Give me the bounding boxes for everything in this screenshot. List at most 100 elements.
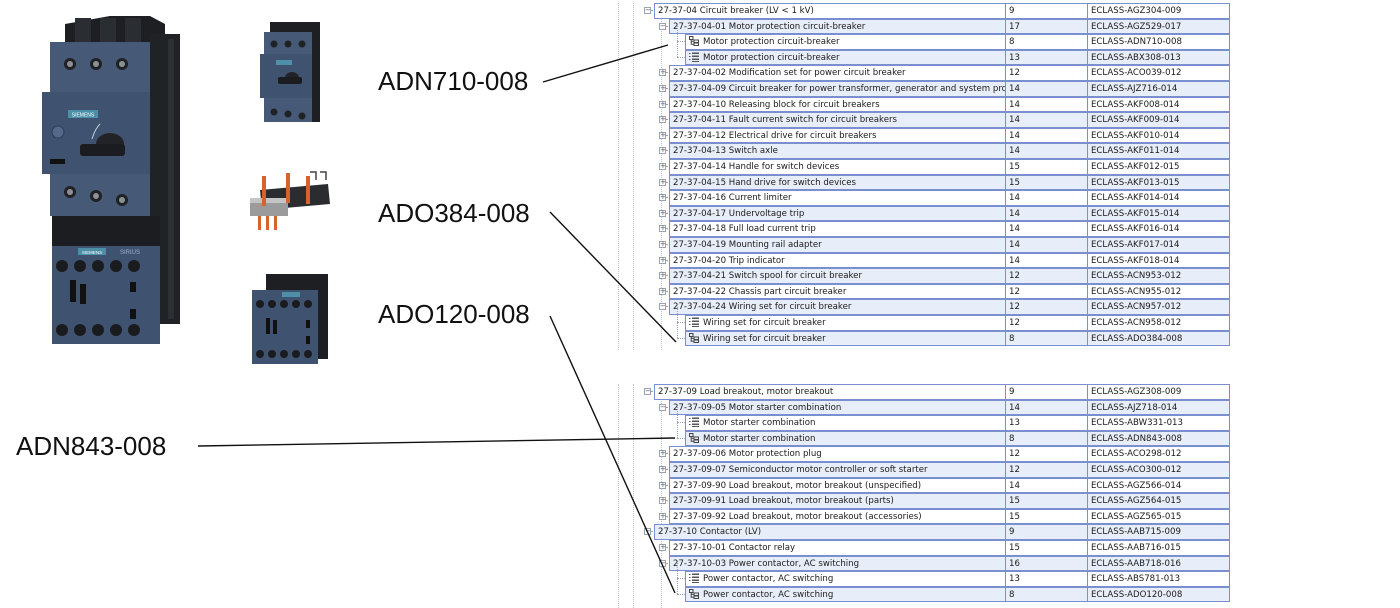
expand-toggle-icon[interactable]: + — [659, 511, 666, 520]
tree-connector — [677, 437, 685, 439]
class-name-text: 27-37-04-19 Mounting rail adapter — [673, 240, 822, 250]
tree-row-group[interactable]: +27-37-09-90 Load breakout, motor breako… — [615, 477, 1230, 494]
tree-connector — [677, 407, 678, 423]
tree-row-group[interactable]: +27-37-04-12 Electrical drive for circui… — [615, 127, 1230, 144]
expand-toggle-icon[interactable]: + — [659, 271, 666, 280]
expand-toggle-icon[interactable]: + — [659, 449, 666, 458]
expand-toggle-icon[interactable]: + — [659, 177, 666, 186]
class-name-text: 27-37-04-16 Current limiter — [673, 193, 792, 204]
class-name-text: 27-37-04-18 Full load current trip — [673, 224, 816, 235]
tree-row-label: 27-37-04-16 Current limiter — [669, 190, 1005, 206]
tree-row-label: Motor starter combination — [685, 415, 1005, 431]
tree-row-label: 27-37-04-02 Modification set for power c… — [669, 65, 1005, 81]
list-icon — [689, 52, 699, 62]
tree-connector — [677, 563, 678, 579]
version-cell: 15 — [1005, 159, 1087, 175]
eclass-id-cell: ECLASS-AAB715-009 — [1087, 524, 1230, 540]
expand-toggle-icon[interactable]: + — [659, 162, 666, 170]
class-name-text: 27-37-04-13 Switch axle — [673, 146, 778, 157]
version-cell: 14 — [1005, 399, 1087, 416]
version-cell: 15 — [1005, 508, 1087, 525]
tree-row-group[interactable]: +27-37-04-21 Switch spool for circuit br… — [615, 268, 1230, 284]
collapse-toggle-icon[interactable]: − — [644, 6, 651, 14]
tree-row-group[interactable]: +27-37-04-02 Modification set for power … — [615, 65, 1230, 81]
expand-toggle-icon[interactable]: + — [659, 224, 666, 233]
eclass-id-cell: ECLASS-AGZ565-015 — [1087, 508, 1230, 525]
list-icon — [689, 317, 699, 327]
tree-row-group[interactable]: −27-37-10-03 Power contactor, AC switchi… — [615, 555, 1230, 572]
version-cell: 12 — [1005, 446, 1087, 462]
expand-toggle-icon[interactable]: + — [659, 240, 666, 248]
tree-guide-line — [618, 3, 619, 350]
expand-toggle-icon[interactable]: + — [659, 84, 666, 92]
version-cell: 14 — [1005, 143, 1087, 159]
eclass-id-cell: ECLASS-ACN953-012 — [1087, 268, 1230, 284]
callout-adn710-008: ADN710-008 — [378, 66, 529, 96]
eclass-id-cell: ECLASS-ABS781-013 — [1087, 571, 1230, 587]
callout-adn843-008: ADN843-008 — [16, 431, 167, 461]
tree-row-group[interactable]: +27-37-04-22 Chassis part circuit breake… — [615, 283, 1230, 300]
eclass-id-cell: ECLASS-AKF009-014 — [1087, 112, 1230, 128]
collapse-toggle-icon[interactable]: − — [644, 527, 651, 536]
tree-row-group[interactable]: +27-37-09-92 Load breakout, motor breako… — [615, 508, 1230, 525]
expand-toggle-icon[interactable]: + — [659, 208, 666, 217]
tree-row-group[interactable]: +27-37-09-91 Load breakout, motor breako… — [615, 493, 1230, 509]
expand-toggle-icon[interactable]: + — [659, 465, 666, 473]
expand-toggle-icon[interactable]: + — [659, 286, 666, 295]
expand-toggle-icon[interactable]: + — [659, 480, 666, 489]
collapse-toggle-icon[interactable]: − — [659, 21, 666, 30]
tree-row-group[interactable]: +27-37-04-11 Fault current switch for ci… — [615, 112, 1230, 128]
tree-row-group[interactable]: +27-37-04-15 Hand drive for switch devic… — [615, 174, 1230, 191]
tree-row-group[interactable]: −27-37-04-01 Motor protection circuit-br… — [615, 18, 1230, 35]
tree-row-label: 27-37-04-14 Handle for switch devices — [669, 159, 1005, 175]
tree-row-group[interactable]: −27-37-04-24 Wiring set for circuit brea… — [615, 299, 1230, 315]
tree-row-label: 27-37-04-01 Motor protection circuit-bre… — [669, 18, 1005, 35]
expand-toggle-icon[interactable]: + — [659, 255, 666, 264]
tree-connector — [677, 422, 678, 438]
class-name-text: 27-37-04-20 Trip indicator — [673, 255, 785, 266]
tree-row-group[interactable]: +27-37-04-09 Circuit breaker for power t… — [615, 81, 1230, 97]
expand-toggle-icon[interactable]: + — [659, 115, 666, 124]
expand-toggle-icon[interactable]: + — [659, 68, 666, 77]
expand-toggle-icon[interactable]: + — [659, 496, 666, 505]
collapse-toggle-icon[interactable]: − — [659, 302, 666, 311]
version-cell: 14 — [1005, 477, 1087, 494]
eclass-id-cell: ECLASS-AGZ564-015 — [1087, 493, 1230, 509]
expand-toggle-icon[interactable]: + — [659, 543, 666, 551]
version-cell: 16 — [1005, 555, 1087, 572]
version-cell: 13 — [1005, 415, 1087, 431]
expand-toggle-icon[interactable]: + — [659, 130, 666, 139]
tree-row-group[interactable]: +27-37-09-07 Semiconductor motor control… — [615, 462, 1230, 478]
sirius-logo: SIRIUS — [120, 250, 140, 256]
expand-toggle-icon[interactable]: + — [659, 99, 666, 108]
expand-toggle-icon[interactable]: + — [659, 193, 666, 202]
expand-toggle-icon[interactable]: + — [659, 146, 666, 155]
collapse-toggle-icon[interactable]: − — [659, 402, 666, 411]
tree-row-group[interactable]: +27-37-04-10 Releasing block for circuit… — [615, 96, 1230, 113]
collapse-toggle-icon[interactable]: − — [644, 387, 651, 395]
version-cell: 12 — [1005, 65, 1087, 81]
collapse-toggle-icon[interactable]: − — [659, 558, 666, 567]
eclass-id-cell: ECLASS-ADN843-008 — [1087, 430, 1230, 447]
